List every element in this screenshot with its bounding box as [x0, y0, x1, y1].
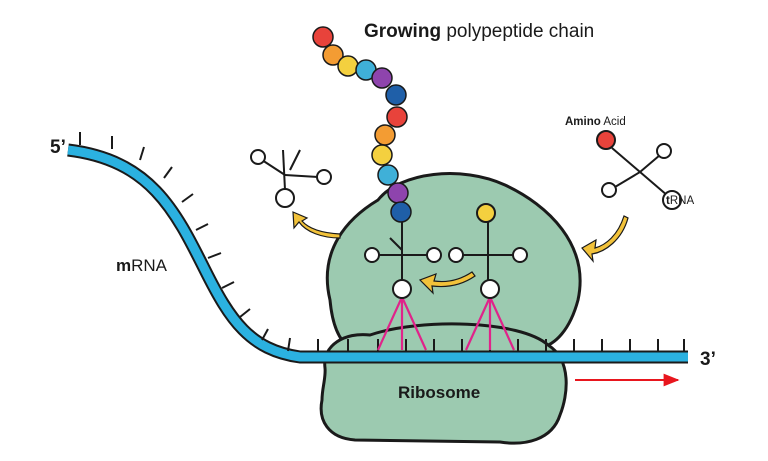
amino-acid-bead — [322, 44, 344, 66]
translocation-arrow — [418, 271, 476, 295]
amino-acid-a-site — [476, 203, 496, 223]
five-prime-label: 5’ — [50, 137, 66, 158]
trna-p-site — [364, 222, 442, 299]
amino-acid-bead — [377, 164, 399, 186]
amino-acid-bead — [371, 144, 393, 166]
codon-bonds — [376, 296, 516, 351]
trna-a-site — [448, 222, 528, 299]
trna-exiting — [250, 149, 332, 208]
amino-acid-bead — [385, 84, 407, 106]
diagram-title: Growing polypeptide chain — [364, 21, 594, 42]
trna-incoming — [601, 143, 682, 210]
amino-acid-bead — [387, 182, 409, 204]
amino-acid-bead — [386, 106, 408, 128]
amino-acid-bead — [390, 201, 412, 223]
mrna-strand — [67, 132, 688, 364]
ribosome-label: Ribosome — [398, 383, 480, 402]
amino-acid-bead — [371, 67, 393, 89]
amino-acid-bead — [337, 55, 359, 77]
polypeptide-chain — [312, 26, 412, 223]
exit-arrow — [292, 211, 341, 239]
amino-acid-incoming — [596, 130, 616, 150]
amino-acid-bead — [374, 124, 396, 146]
movement-arrows — [292, 211, 629, 295]
entry-arrow — [581, 215, 629, 263]
amino-acid-label: Amino Acid — [565, 116, 626, 128]
trna-label: tRNA — [666, 195, 694, 207]
mrna-label: mRNA — [116, 256, 168, 275]
amino-acid-bead — [312, 26, 334, 48]
three-prime-label: 3’ — [700, 349, 716, 370]
